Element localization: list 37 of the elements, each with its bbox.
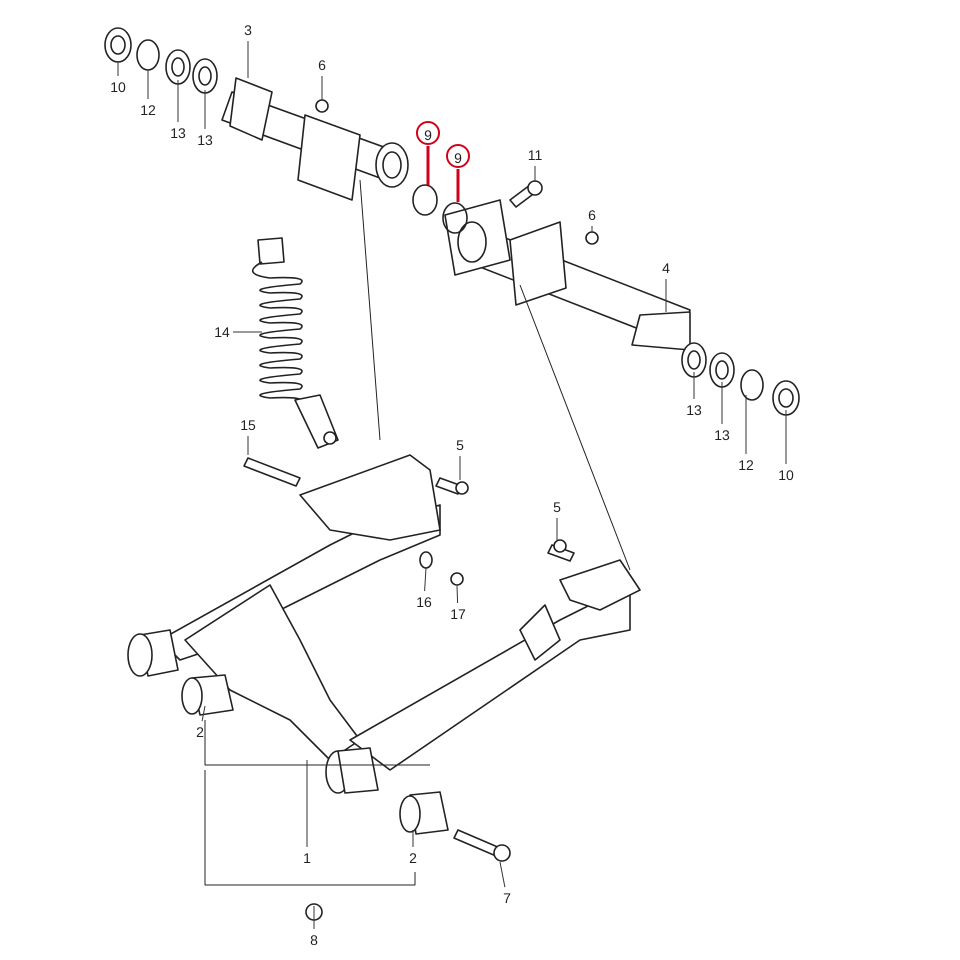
callout-number: 9 bbox=[446, 144, 470, 168]
leader-line bbox=[202, 706, 206, 722]
callout-number: 13 bbox=[193, 130, 217, 150]
callout-number: 9 bbox=[416, 121, 440, 145]
callout-number: 6 bbox=[310, 55, 334, 75]
callout-number: 13 bbox=[710, 425, 734, 445]
callout-number: 12 bbox=[136, 100, 160, 120]
leader-line bbox=[556, 518, 558, 540]
callout-number: 1 bbox=[295, 848, 319, 868]
leader-line bbox=[456, 169, 460, 202]
callout-number: 14 bbox=[210, 322, 234, 342]
callout-number: 17 bbox=[446, 604, 470, 624]
callout-number: 8 bbox=[302, 930, 326, 950]
callout-number: 2 bbox=[401, 848, 425, 868]
callout-number: 7 bbox=[495, 888, 519, 908]
callout-number: 13 bbox=[682, 400, 706, 420]
callout-number: 5 bbox=[448, 435, 472, 455]
callout-number: 13 bbox=[166, 123, 190, 143]
callout-number: 12 bbox=[734, 455, 758, 475]
leader-line bbox=[204, 90, 206, 130]
callout-number: 6 bbox=[580, 205, 604, 225]
leader-line bbox=[500, 862, 506, 888]
callout-number: 16 bbox=[412, 592, 436, 612]
leader-line bbox=[426, 146, 430, 185]
callout-number: 2 bbox=[188, 722, 212, 742]
callout-number: 4 bbox=[654, 258, 678, 278]
callout-number: 5 bbox=[545, 497, 569, 517]
leader-line bbox=[456, 586, 458, 604]
callout-number: 10 bbox=[106, 77, 130, 97]
callout-number: 11 bbox=[523, 145, 547, 165]
leader-line bbox=[424, 568, 426, 592]
callout-number: 10 bbox=[774, 465, 798, 485]
callout-number: 15 bbox=[236, 415, 260, 435]
leader-line bbox=[306, 760, 308, 848]
leader-line bbox=[412, 830, 414, 848]
leader-line bbox=[534, 166, 536, 182]
callout-number: 3 bbox=[236, 20, 260, 40]
